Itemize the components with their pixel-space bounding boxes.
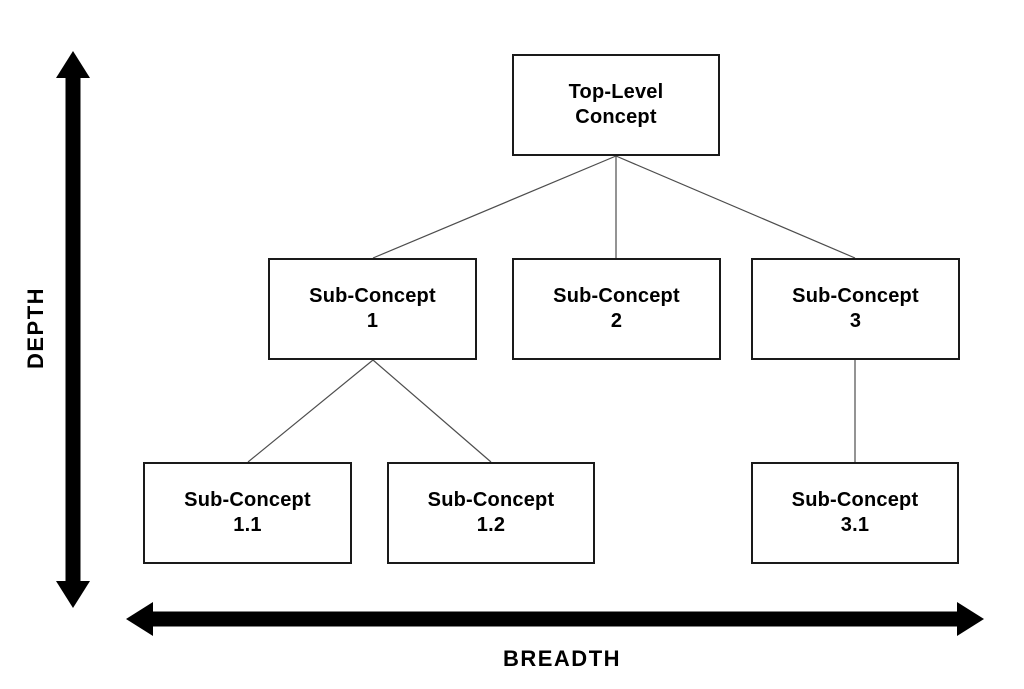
node-top-level-concept: Top-Level Concept [512, 54, 720, 156]
breadth-axis-arrow [126, 602, 984, 636]
breadth-axis-label: BREADTH [502, 646, 622, 671]
edge-sub1-to-sub12 [372, 359, 492, 463]
node-sub-concept-3-1: Sub-Concept 3.1 [751, 462, 959, 564]
node-sub-concept-2: Sub-Concept 2 [512, 258, 721, 360]
edge-top-to-sub3 [615, 155, 856, 259]
connector-lines [247, 155, 856, 463]
node-label-line1: Sub-Concept [184, 489, 311, 511]
node-label-line1: Sub-Concept [309, 285, 436, 307]
edge-sub1-to-sub11 [247, 359, 374, 463]
node-label-line1: Sub-Concept [792, 285, 919, 307]
node-label-line2: 2 [610, 310, 623, 332]
depth-axis-label: DEPTH [23, 286, 48, 370]
node-label-line2: 1.1 [233, 514, 262, 536]
node-label-line2: 3.1 [840, 514, 870, 536]
node-label-line1: Sub-Concept [791, 489, 919, 511]
node-sub-concept-1-1: Sub-Concept 1.1 [143, 462, 352, 564]
node-sub-concept-3: Sub-Concept 3 [751, 258, 960, 360]
edge-top-to-sub1 [372, 155, 617, 259]
node-label-line2: 3 [849, 310, 862, 332]
node-label-line2: Concept [575, 106, 657, 128]
node-label-line1: Sub-Concept [553, 285, 680, 307]
node-label-line1: Sub-Concept [427, 489, 555, 511]
depth-axis-arrow [56, 51, 90, 608]
node-sub-concept-1-2: Sub-Concept 1.2 [387, 462, 595, 564]
node-label-line1: Top-Level [568, 81, 664, 103]
node-sub-concept-1: Sub-Concept 1 [268, 258, 477, 360]
node-label-line2: 1 [366, 310, 379, 332]
node-label-line2: 1.2 [476, 514, 506, 536]
